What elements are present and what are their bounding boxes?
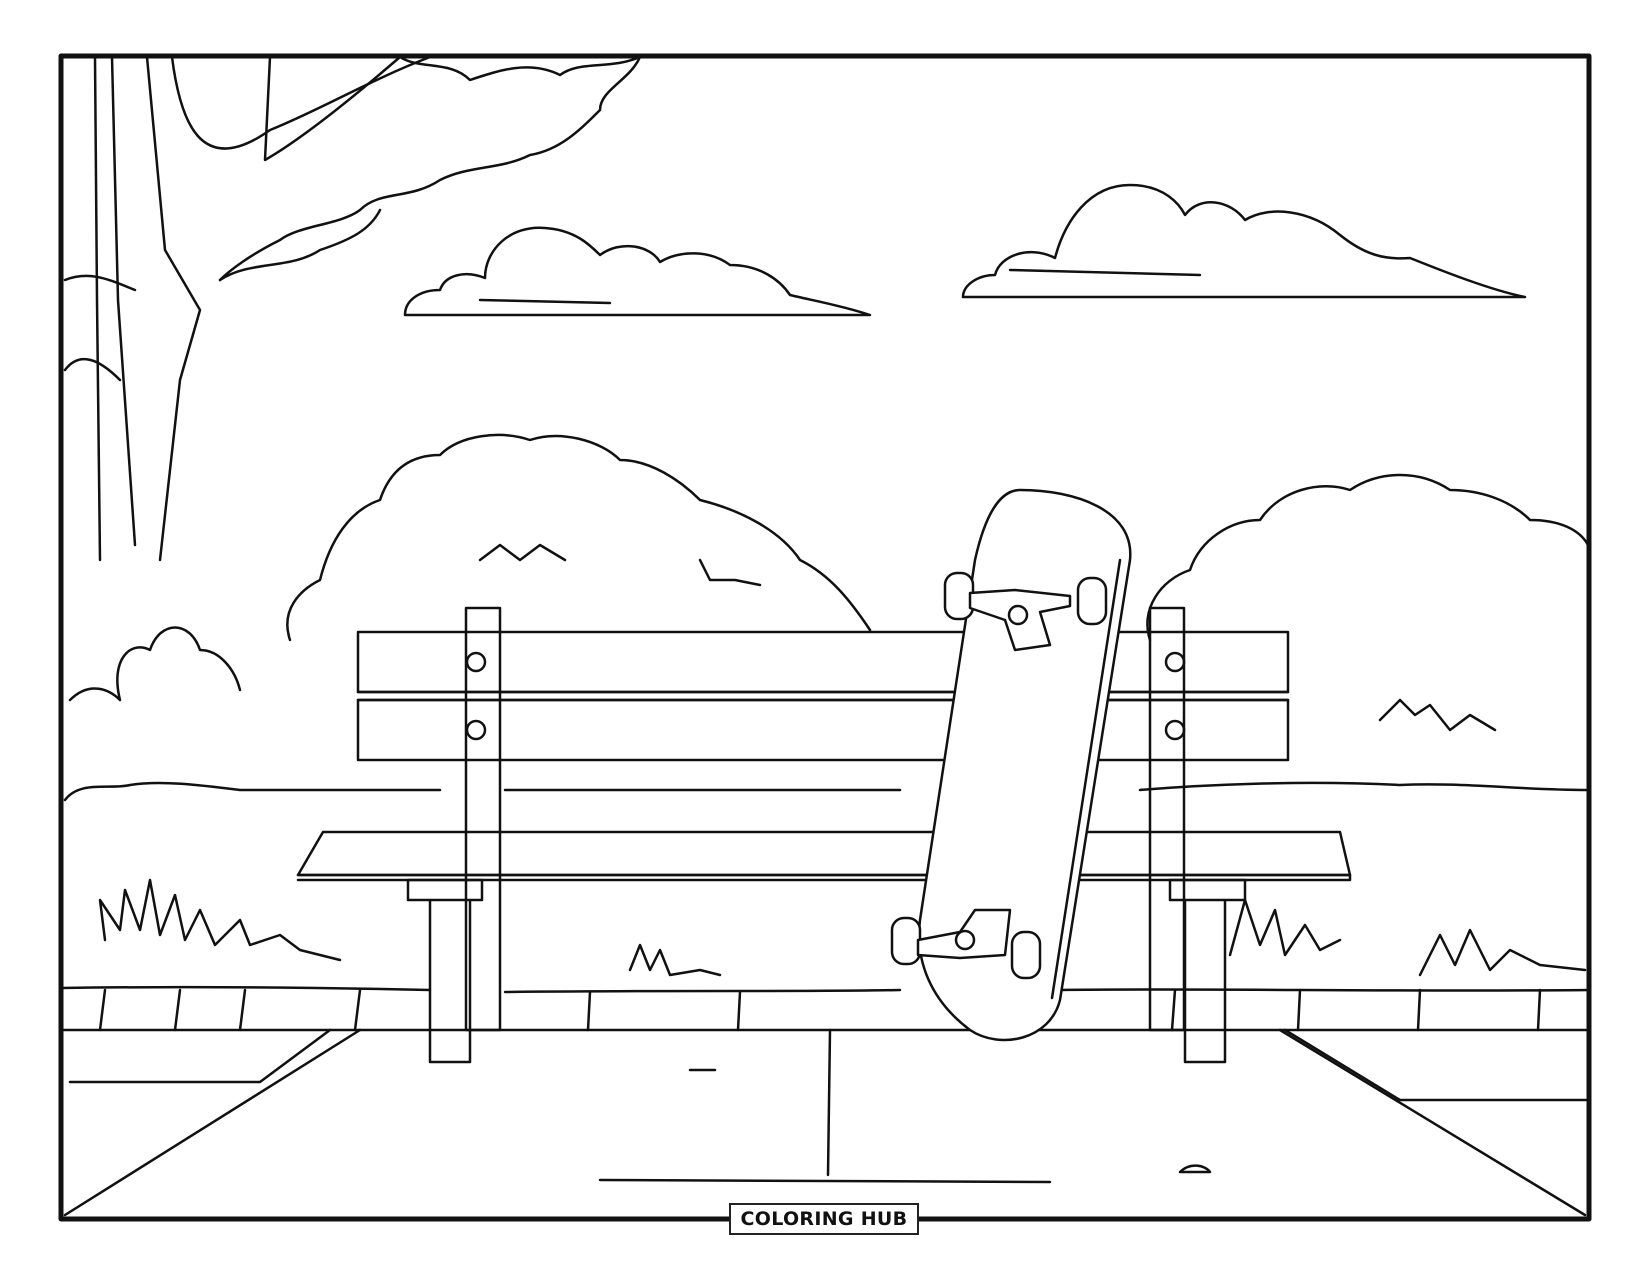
skateboard-truck-top	[943, 571, 1108, 652]
skateboard	[890, 488, 1132, 1042]
pavement	[63, 1028, 1590, 1217]
cloud-right	[961, 183, 1527, 299]
skateboard-truck-bottom	[890, 908, 1042, 980]
park-bench	[296, 606, 1352, 1064]
grass-tufts	[98, 543, 1587, 977]
curb-wall	[59, 985, 1590, 1032]
coloring-hub-logo: COLORING HUB	[729, 1203, 919, 1235]
tree	[63, 55, 642, 562]
bushes	[63, 433, 1590, 802]
cloud-left	[403, 226, 872, 317]
